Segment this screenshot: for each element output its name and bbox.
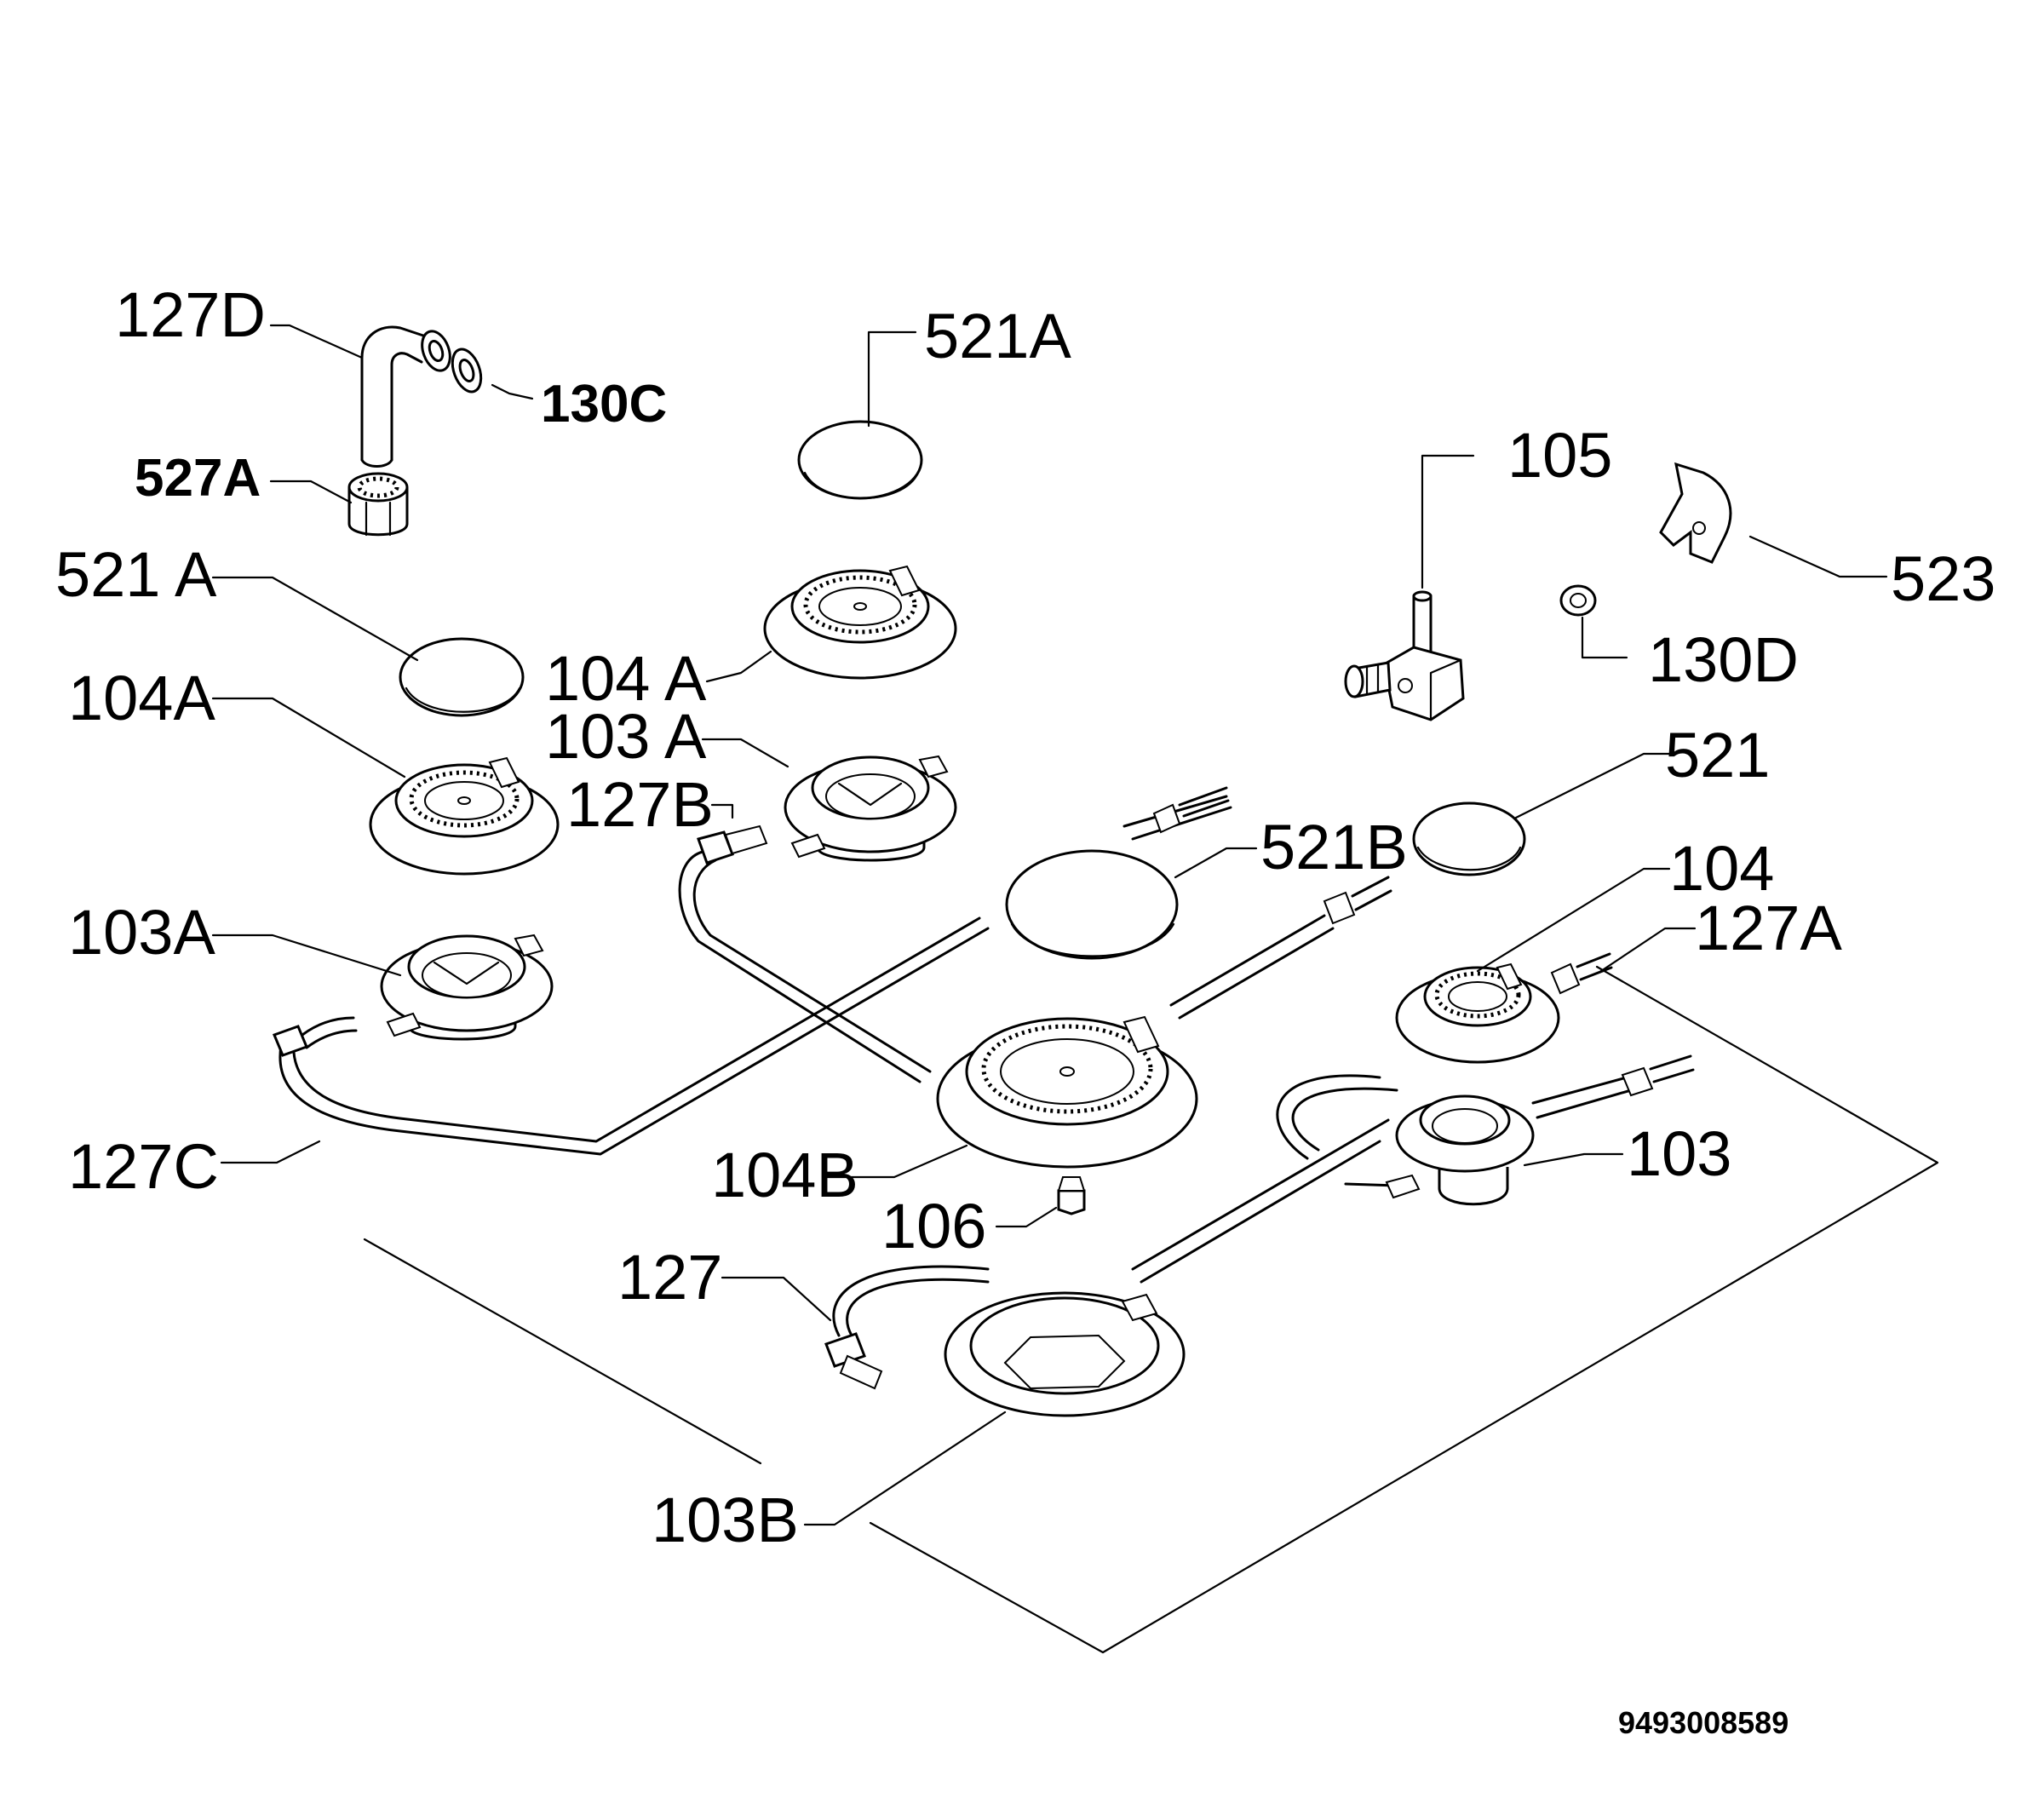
clip-523 (1659, 462, 1732, 564)
label-521B: 521B (1260, 812, 1408, 882)
burner-cap-521A-top (797, 420, 923, 500)
flame-spreader-104 (1395, 962, 1560, 1064)
burner-body-103B (944, 1291, 1186, 1417)
washer-130D (1559, 584, 1597, 617)
burner-cap-521B (1005, 849, 1179, 960)
part-labels: 127D 130C 527A 521A 105 523 521 A 104A 1… (55, 279, 1995, 1740)
label-130D: 130D (1648, 624, 1799, 695)
connector-pipe-127D (360, 325, 428, 468)
label-127B: 127B (566, 769, 714, 840)
label-106: 106 (881, 1191, 986, 1261)
injector-106 (1057, 1176, 1086, 1215)
label-104B: 104B (711, 1140, 858, 1210)
label-103A-mid: 103 A (545, 701, 707, 772)
flame-spreader-104A-mid (763, 565, 957, 680)
burner-body-103 (1385, 1094, 1535, 1206)
label-127: 127 (617, 1242, 722, 1313)
washer-130C (421, 330, 483, 394)
burner-cap-521A-left (399, 637, 525, 717)
label-521A-left: 521 A (55, 539, 217, 610)
label-103A-left: 103A (68, 897, 215, 968)
drawing-code: 9493008589 (1618, 1705, 1788, 1740)
label-521A-top: 521A (924, 301, 1071, 371)
label-523: 523 (1891, 543, 1995, 614)
label-127D: 127D (115, 279, 266, 350)
label-104A-mid: 104 A (545, 643, 707, 714)
burner-body-103A-mid (784, 755, 957, 862)
burner-body-103A-left (380, 934, 554, 1041)
burner-cap-521 (1412, 801, 1526, 876)
label-103B: 103B (652, 1485, 799, 1555)
leader-lines (211, 324, 1888, 1526)
label-127C: 127C (68, 1131, 219, 1202)
hob-plate-outline (363, 965, 1939, 1654)
label-527A: 527A (135, 449, 261, 508)
label-104: 104 (1669, 833, 1774, 904)
flame-spreader-104B (936, 1015, 1198, 1169)
label-130C: 130C (541, 375, 667, 434)
label-127A: 127A (1695, 893, 1842, 963)
gas-tap-105 (1344, 590, 1465, 721)
label-104A-left: 104A (68, 663, 215, 733)
gas-pipes (273, 786, 1695, 1390)
nut-527A (347, 472, 409, 537)
label-105: 105 (1507, 420, 1612, 491)
flame-spreader-104A-left (369, 756, 560, 876)
label-103: 103 (1627, 1118, 1731, 1189)
label-521: 521 (1665, 720, 1770, 790)
